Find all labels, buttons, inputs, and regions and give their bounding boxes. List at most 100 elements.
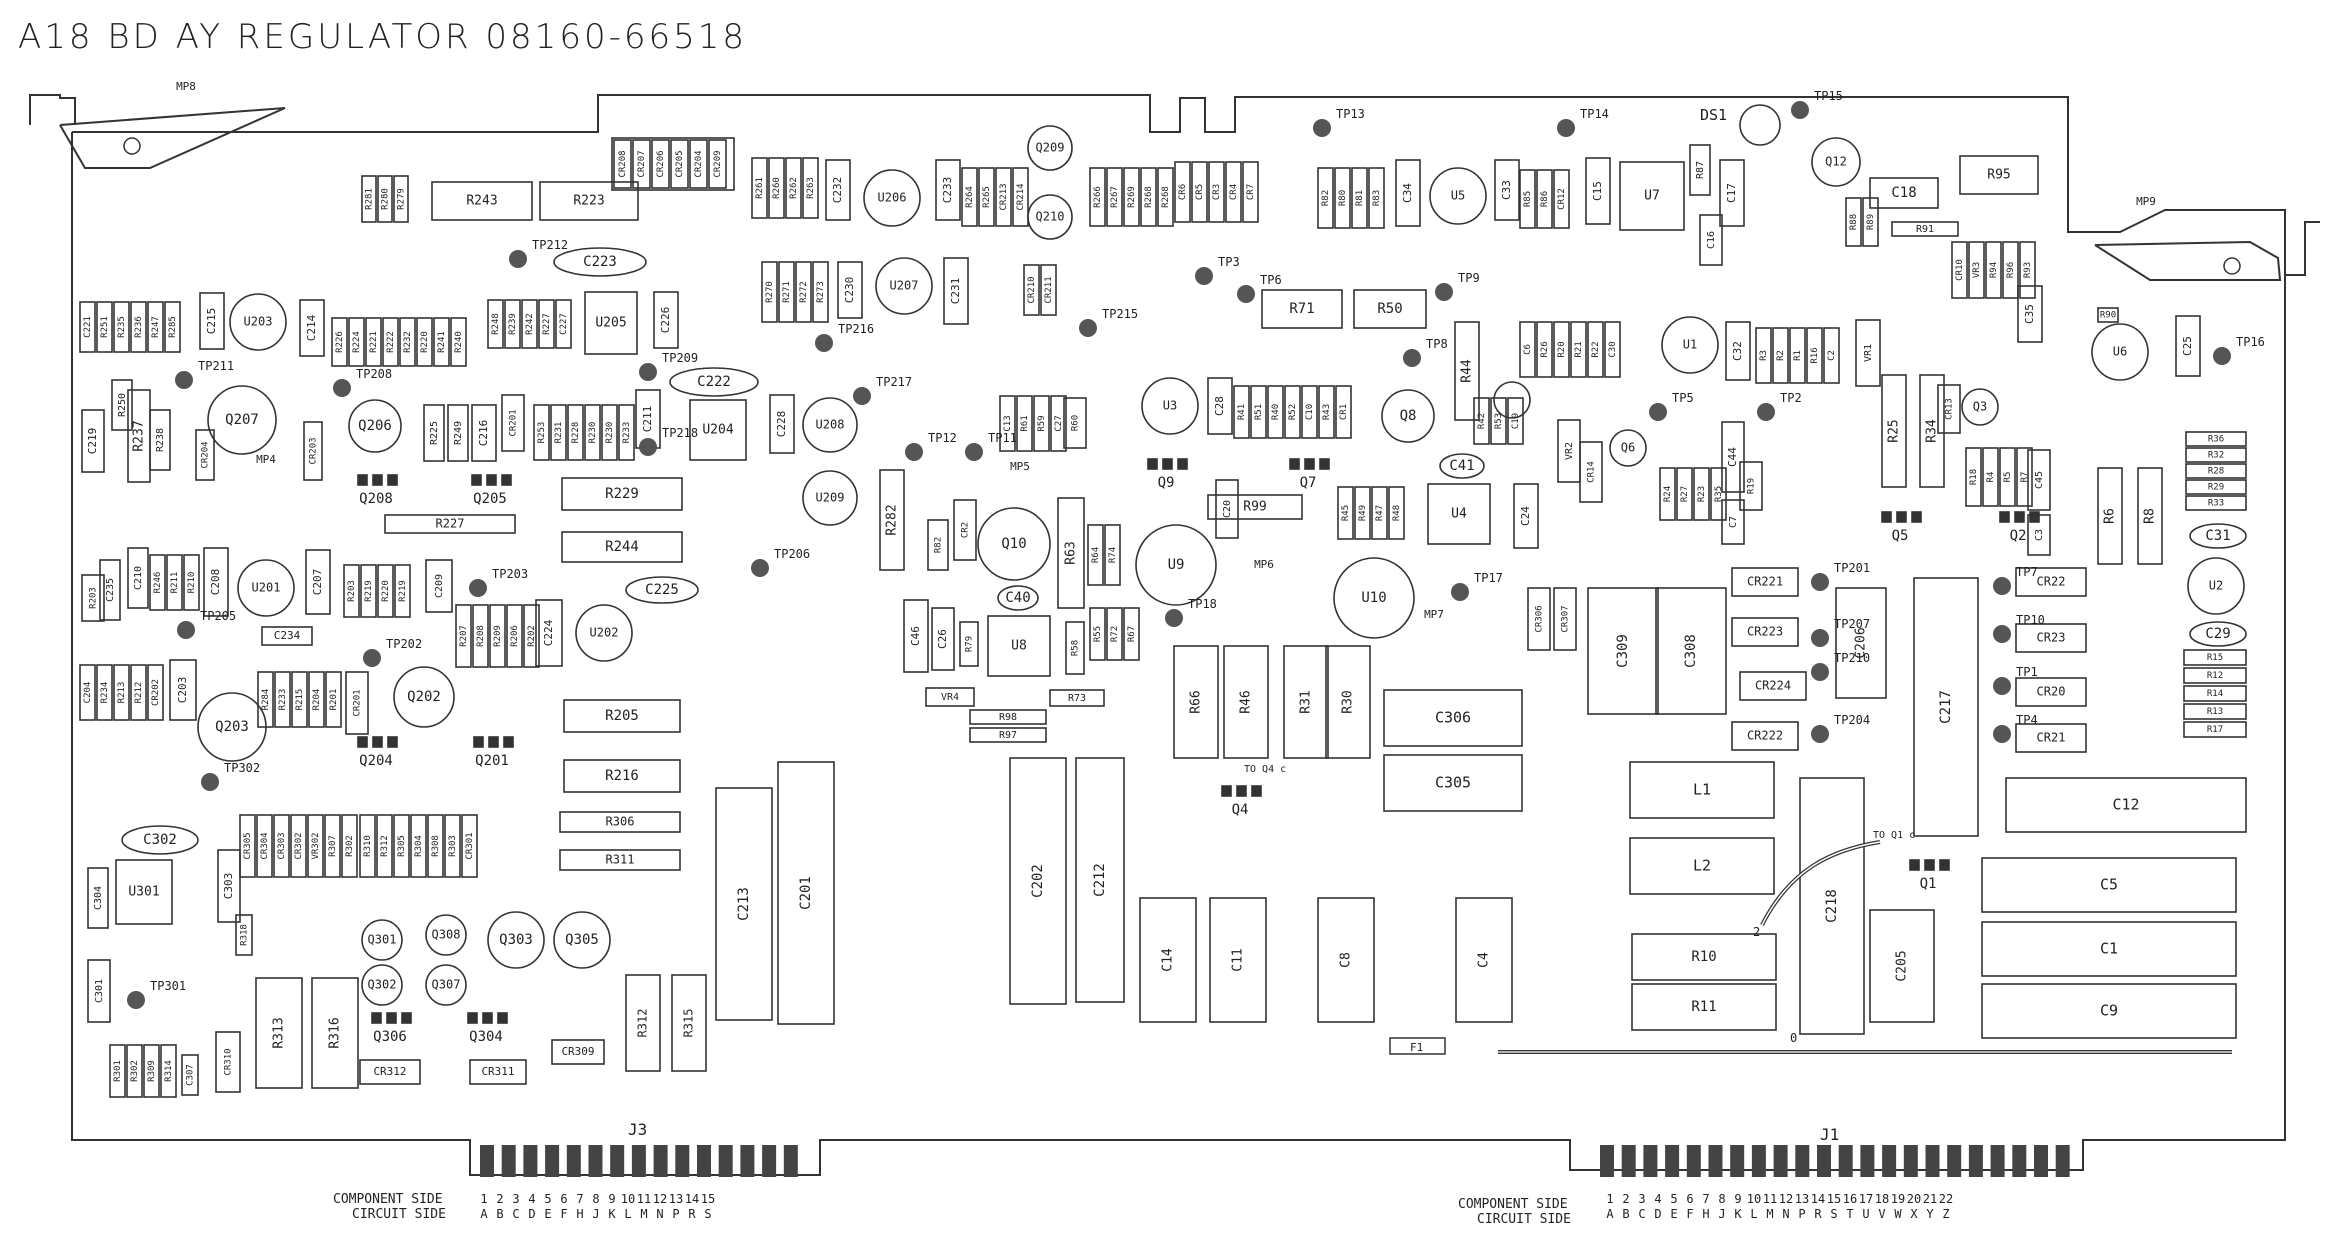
pin-number: 18: [1875, 1192, 1889, 1206]
resistor-label: R279: [397, 188, 407, 210]
cap: [1721, 499, 1745, 545]
testpoint-label: TP1: [2016, 665, 2038, 679]
transistor-label: Q204: [359, 753, 393, 769]
resistor: [393, 814, 410, 878]
resistor: [255, 977, 303, 1089]
cap-c31: [2189, 523, 2247, 549]
u9-label: U9: [1168, 557, 1185, 573]
cap-label: C216: [477, 420, 490, 447]
transistor-label: Q201: [475, 753, 509, 769]
resistor: [2097, 307, 2119, 323]
cap-label: C26: [936, 629, 949, 649]
resistor: [149, 409, 171, 471]
q207-label: Q207: [225, 412, 259, 428]
cap-large-label: C201: [798, 876, 814, 910]
ic-u204: [689, 399, 747, 461]
cap-c12-label: C12: [2112, 796, 2139, 814]
resistor-label: CR301: [465, 832, 475, 859]
cap-large-label: C309: [1615, 634, 1631, 668]
pin-number: 2: [496, 1192, 503, 1206]
resistor: [382, 317, 399, 367]
diode-h: [2015, 677, 2087, 707]
resistor: [79, 664, 96, 721]
resistor: [670, 139, 689, 189]
ic-u7: [1619, 161, 1685, 231]
resistor: [1123, 167, 1140, 227]
resistor: [1267, 385, 1284, 439]
resistor-h-label: R13: [2207, 707, 2223, 717]
connector-pin: [2034, 1145, 2048, 1177]
resistor: [978, 167, 995, 227]
q10: [977, 507, 1051, 581]
resistor-r216: [563, 759, 681, 793]
cap-label: C25: [2181, 336, 2194, 356]
cap-label: C215: [205, 308, 218, 335]
resistor: [1335, 385, 1352, 439]
testpoint-tp208: [333, 379, 351, 397]
cap-large: [1913, 577, 1979, 837]
testpoint-tp9: [1435, 283, 1453, 301]
resistor: [377, 564, 394, 618]
resistor: [365, 317, 382, 367]
cap-label: C3: [2034, 529, 2045, 541]
q203-label: Q203: [215, 719, 249, 735]
resistor-label: R219: [364, 580, 374, 602]
resistor-h: [2183, 667, 2247, 684]
resistor-label: R1: [1793, 350, 1803, 361]
diode-label: CR13: [1945, 398, 1955, 420]
resistor-label: R235: [117, 316, 127, 338]
resistor-label: R90: [2100, 311, 2116, 321]
boxed-resistor-label: R243: [466, 194, 497, 209]
resistor-h: [2185, 431, 2247, 447]
testpoint-tp12: [905, 443, 923, 461]
cap-large: [1587, 587, 1659, 715]
pin-letter: P: [672, 1207, 679, 1221]
resistor-label: R261: [755, 177, 765, 199]
cap: [1721, 421, 1745, 493]
resistor-r10-label: R10: [1691, 949, 1716, 965]
resistor-label: R207: [459, 625, 469, 647]
resistor-label: R271: [782, 281, 792, 303]
pin-letter: H: [1702, 1207, 1709, 1221]
q206-label: Q206: [358, 418, 392, 434]
ds1-label: DS1: [1700, 106, 1727, 124]
cap: [2175, 315, 2201, 377]
pin-number: 8: [1718, 1192, 1725, 1206]
resistor: [1536, 169, 1553, 229]
pin-number: 17: [1859, 1192, 1873, 1206]
boxed-resistor: [539, 181, 639, 221]
pad: [486, 474, 497, 486]
resistor-label: CR3: [1212, 184, 1222, 200]
resistor-label: R52: [1288, 404, 1298, 420]
mount-label: MP4: [256, 453, 276, 466]
resistor-h: [2183, 721, 2247, 738]
q8-label: Q8: [1400, 408, 1417, 424]
connector-pin: [740, 1145, 755, 1177]
pin-letter: D: [528, 1207, 535, 1221]
u9: [1135, 524, 1217, 606]
connector-pin: [1947, 1145, 1962, 1177]
connector-pin: [1795, 1145, 1810, 1177]
cap: [1139, 897, 1197, 1023]
diode-array: [611, 137, 735, 191]
cap-label: C210: [133, 566, 144, 590]
diode-label: CR201: [353, 689, 363, 716]
resistor: [1174, 161, 1191, 223]
resistor-label: R222: [386, 331, 396, 353]
resistor: [1301, 385, 1318, 439]
resistor: [1968, 241, 1985, 299]
diode: [1527, 587, 1551, 651]
cap-c41-label: C41: [1449, 458, 1474, 474]
jumper-wire-inner: [1761, 841, 1881, 926]
testpoint-label: TP5: [1672, 391, 1694, 405]
resistor: [447, 404, 469, 462]
cap-label: C235: [105, 578, 116, 602]
j3-component-side: COMPONENT SIDE: [333, 1192, 443, 1207]
resistor: [166, 554, 183, 611]
resistor-r205-label: R205: [605, 708, 639, 724]
resistor-label: R302: [130, 1060, 140, 1082]
resistor: [1250, 385, 1267, 439]
diode-h-label: CR23: [2037, 631, 2066, 645]
pin-letter: Y: [1926, 1207, 1934, 1221]
pin-letter: B: [1622, 1207, 1629, 1221]
